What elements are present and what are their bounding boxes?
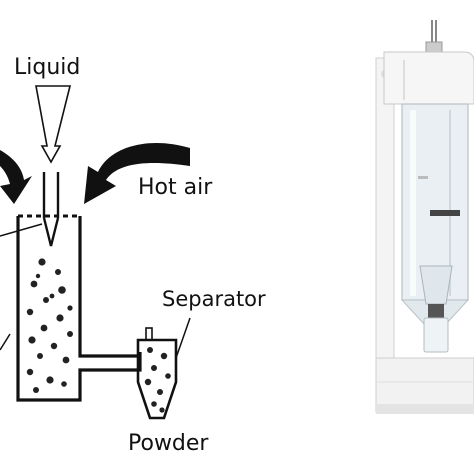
chamber-particles xyxy=(26,258,73,393)
hot-air-label: Hot air xyxy=(138,175,213,200)
base-cabinet xyxy=(375,357,474,413)
separator-pointer-line xyxy=(175,317,191,359)
powder-label: Powder xyxy=(128,431,209,456)
support-column xyxy=(375,57,395,409)
chamber-outer-wall xyxy=(16,216,142,402)
collection-vessel xyxy=(423,317,449,353)
cyclone xyxy=(419,265,453,305)
top-housing xyxy=(383,51,474,105)
nozzle-pointer-line xyxy=(0,223,43,237)
chamber-inner-wall xyxy=(78,216,140,358)
separator-vent xyxy=(145,327,153,341)
cylinder-clamp xyxy=(430,210,460,216)
separator-body xyxy=(136,338,178,420)
cyclone-collar xyxy=(428,304,444,318)
hot-air-arrow-right-icon xyxy=(84,142,190,204)
chamber-pointer-line xyxy=(0,333,11,351)
liquid-label: Liquid xyxy=(14,55,80,80)
hot-air-arrow-left-icon xyxy=(0,150,32,204)
nozzle-tip xyxy=(42,217,60,247)
spray-drying-schematic: Liquid Hot air Separator Powder xyxy=(0,55,266,456)
feed-connector xyxy=(425,41,443,53)
separator-particles xyxy=(144,347,171,413)
feed-tube xyxy=(431,20,437,44)
separator-label: Separator xyxy=(162,287,266,311)
spray-dryer-photo xyxy=(375,20,474,414)
liquid-arrow-icon xyxy=(35,85,72,164)
